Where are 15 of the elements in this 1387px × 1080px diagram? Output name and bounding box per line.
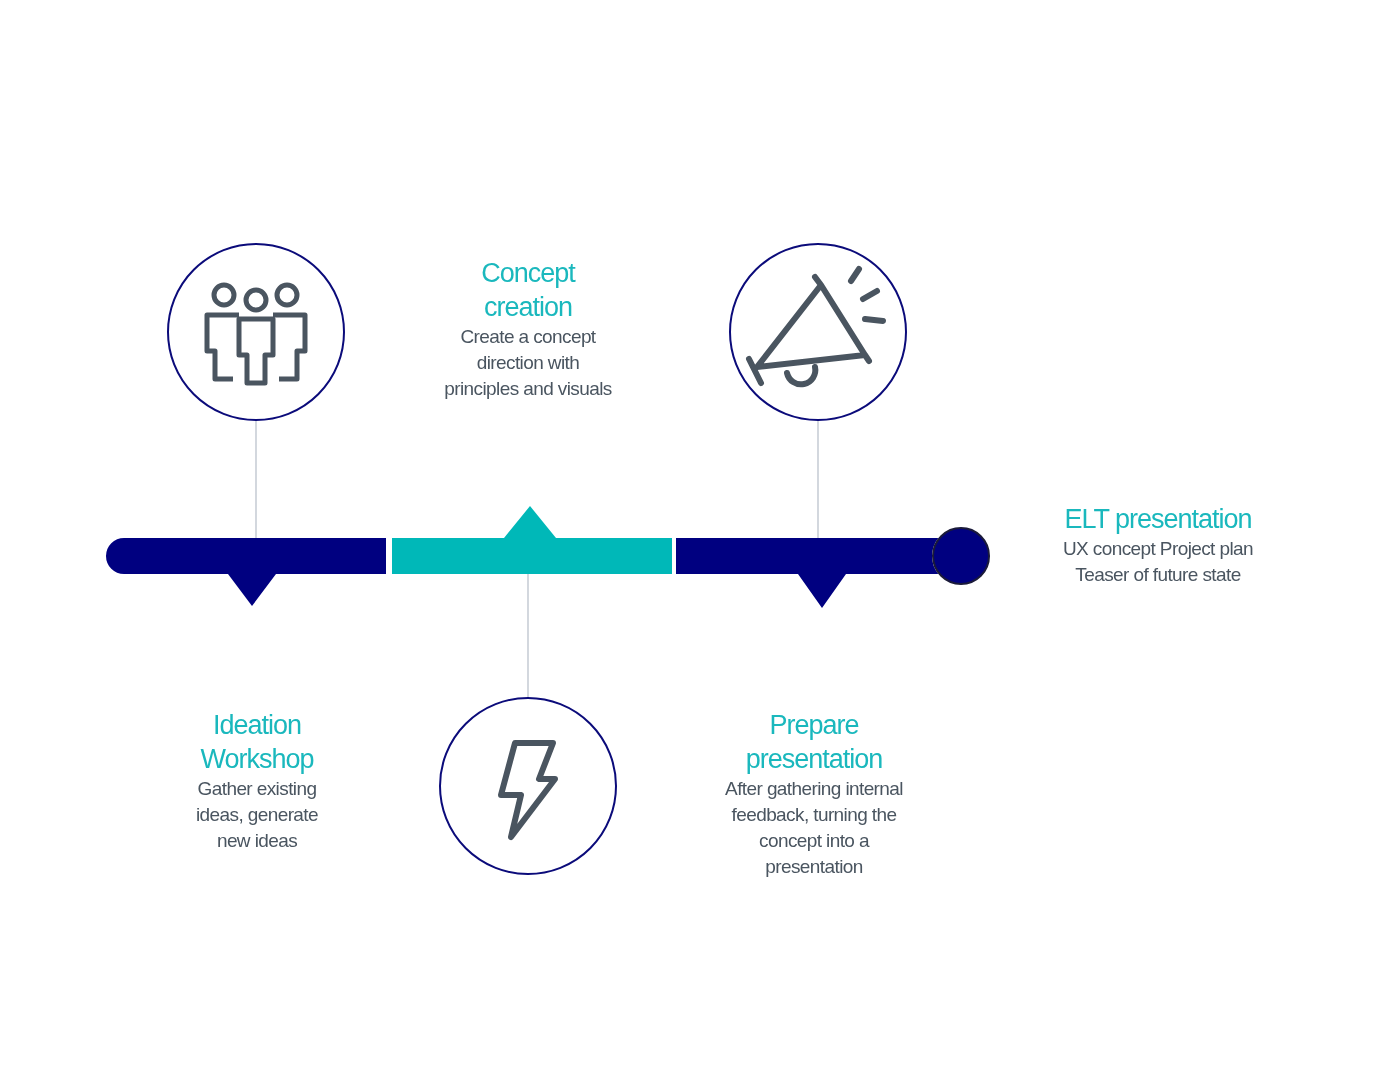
step-title: ELT presentation [1063, 503, 1253, 536]
step-description: After gathering internal feedback, turning the concept into a presentation [724, 777, 904, 879]
connector-line [255, 420, 257, 539]
step-title: Ideation Workshop [199, 709, 315, 776]
step-description: Create a concept direction with principles and visuals [443, 325, 613, 401]
step-title: Prepare presentation [744, 709, 884, 776]
timeline-end-dot [932, 527, 990, 585]
connector-line [817, 420, 819, 539]
step-title: Concept creation [480, 257, 577, 324]
step-description: UX concept Project plan Teaser of future state [1061, 537, 1254, 587]
timeline-segment [676, 538, 939, 608]
connector-line [527, 573, 529, 698]
step-description: Gather existing ideas, generate new ideas [195, 777, 319, 853]
timeline-segment [106, 538, 386, 606]
timeline-segment [392, 506, 672, 574]
